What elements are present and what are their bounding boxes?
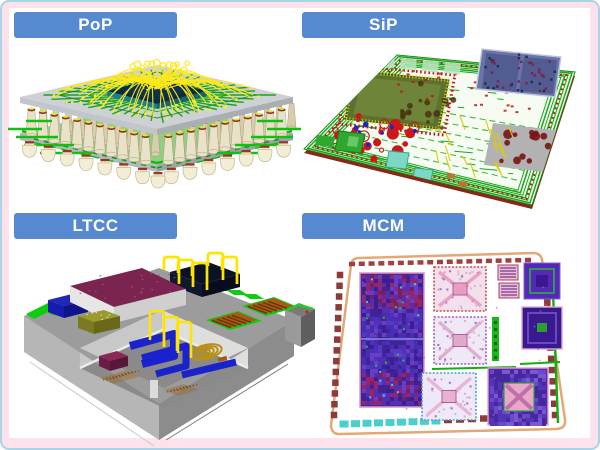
mcm-illustration — [329, 251, 567, 436]
pop-illustration — [8, 58, 301, 189]
component-box — [285, 303, 315, 347]
label-mcm: MCM — [302, 213, 465, 239]
label-pop: PoP — [14, 12, 177, 38]
label-ltcc: LTCC — [14, 213, 177, 239]
label-sip: SiP — [302, 12, 465, 38]
ltcc-illustration — [24, 251, 298, 447]
sip-illustration — [303, 48, 576, 209]
